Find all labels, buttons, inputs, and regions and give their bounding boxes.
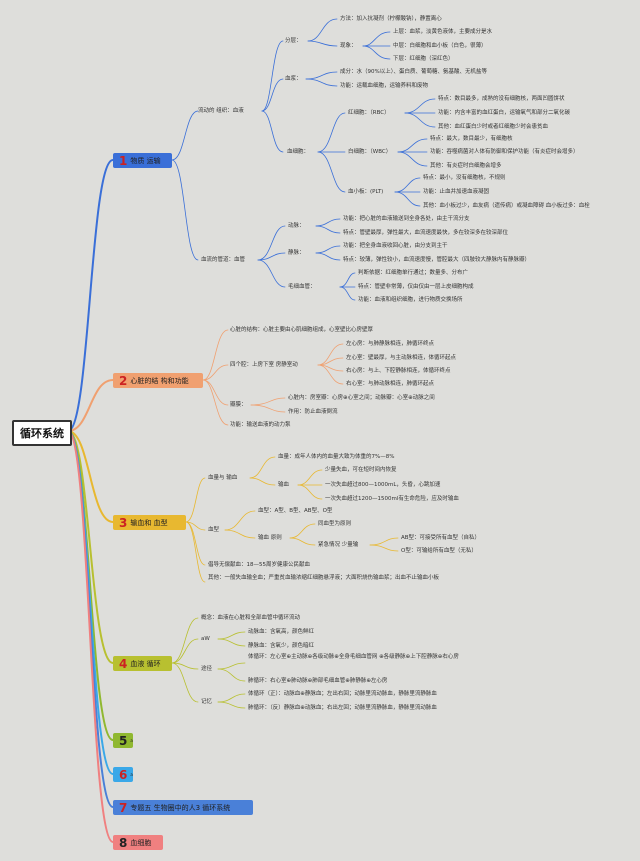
node-emergency[interactable]: 紧急情况 少量输	[318, 542, 359, 548]
node-arterial-blood[interactable]: 动脉血：含氧高，颜色鲜红	[248, 629, 315, 635]
node-same-type[interactable]: 同血型为原则	[318, 521, 352, 527]
node-type-ab[interactable]: AB型：可接受所有血型（自私）	[401, 535, 481, 541]
node-type-o[interactable]: O型：可输给所有血型（无私）	[401, 548, 477, 554]
node-rbc-other[interactable]: 其他：血红蛋白少时或者红细胞少时会患贫血	[438, 124, 549, 130]
branch-label: 血液 循环	[130, 659, 161, 668]
node-platelet[interactable]: 血小板：(PLT)	[348, 189, 384, 195]
node-wbc-function[interactable]: 功能：吞噬病菌对人体有防御和保护功能（有炎症时会增多）	[430, 149, 579, 155]
node-heart-function[interactable]: 功能：输送血液的动力泵	[230, 422, 291, 428]
node-blood-tissue[interactable]: 流动的 组织：血液	[198, 108, 244, 114]
node-phenomenon[interactable]: 现象：	[340, 43, 357, 49]
node-left-atrium[interactable]: 左心房：与肺静脉相连，肺循环终点	[346, 341, 435, 347]
node-plasma-composition[interactable]: 成分：水（90%以上）、蛋白质、葡萄糖、氨基酸、无机盐等	[340, 69, 487, 75]
node-memory-pulmonary[interactable]: 肺循环：（反）静脉血⊕动脉血；右出左回；动脉里流静脉血，静脉里流动脉血	[248, 705, 437, 711]
node-transfusion-principle[interactable]: 输血 原则	[258, 535, 282, 541]
node-pathway[interactable]: 途径	[201, 666, 213, 672]
branch-number: 6	[119, 767, 128, 782]
node-transfusion[interactable]: 输血	[278, 482, 290, 488]
node-vessels[interactable]: 血流的管道：血管	[201, 257, 246, 263]
node-vein[interactable]: 静脉：	[288, 250, 305, 256]
node-valves-role[interactable]: 作用：防止血液倒流	[288, 409, 338, 415]
node-aw[interactable]: aW	[201, 636, 210, 642]
node-platelet-other[interactable]: 其他：血小板过少，血友病（遗传病）或凝血障碍 血小板过多：血栓	[423, 203, 590, 209]
node-capillary-function[interactable]: 功能：血液和组织细胞，进行物质交换场所	[358, 297, 463, 303]
node-platelet-function[interactable]: 功能：止血并加速血液凝固	[423, 189, 490, 195]
branch-number: 4	[119, 656, 128, 671]
node-donation[interactable]: 倡导无偿献血：18—55周岁健康公民献血	[208, 562, 310, 568]
node-capillary-criteria[interactable]: 判断依据：红细胞单行通过；数量多、分布广	[358, 270, 469, 276]
branch-number: 3	[119, 515, 128, 530]
node-blood-type[interactable]: 血型	[208, 527, 220, 533]
branch-label: a	[130, 772, 133, 777]
node-blood-volume[interactable]: 血量：成年人体内的血量大致为体重的7%—8%	[278, 454, 395, 460]
node-rbc-feature[interactable]: 特点：数目最多，成熟的没有细胞核，两面凹圆饼状	[438, 96, 565, 102]
node-wbc[interactable]: 白细胞：（WBC）	[348, 149, 392, 155]
branch-number: 2	[119, 373, 128, 388]
node-plasma[interactable]: 血浆：	[285, 76, 302, 82]
root-node[interactable]: 循环系统	[12, 420, 72, 446]
node-vein-feature[interactable]: 特点：较薄，弹性较小，血流速度慢，管腔最大（四肢较大静脉内有静脉瓣）	[343, 257, 531, 263]
node-capillary-feature[interactable]: 特点：管壁非常薄，仅由仅由一层上皮细胞构成	[358, 284, 474, 290]
node-layering[interactable]: 分层：	[285, 38, 302, 44]
branch-number: 1	[119, 153, 128, 168]
node-rbc[interactable]: 红细胞：（RBC）	[348, 110, 390, 116]
node-heart-structure[interactable]: 心脏的结构：心脏主要由心肌细胞组成，心室壁比心房壁厚	[230, 327, 374, 333]
branch-label: 专题五 生物圈中的人3 循环系统	[130, 803, 231, 812]
node-right-atrium[interactable]: 右心房：与上、下腔静脉相连，体循环终点	[346, 368, 451, 374]
node-four-chambers[interactable]: 四个腔：上房下室 房静室动	[230, 362, 298, 368]
node-lower-layer[interactable]: 下层：红细胞（深红色）	[393, 56, 454, 62]
node-valves[interactable]: 瓣膜：	[230, 402, 247, 408]
node-wbc-feature[interactable]: 特点：最大，数目最少，有细胞核	[430, 136, 513, 142]
node-circulation-concept[interactable]: 概念：血液在心脏和全部血管中循环流动	[201, 615, 301, 621]
node-memory-systemic[interactable]: 体循环（正）：动脉血⊕静脉血；左出右回；动脉里流动脉血，静脉里流静脉血	[248, 691, 437, 697]
branch-number: 7	[119, 800, 128, 815]
node-blood-cells[interactable]: 血细胞：	[287, 149, 310, 155]
node-transfusion-1[interactable]: 少量失血，可在短时间内恢复	[325, 467, 397, 473]
branch-number: 5	[119, 733, 128, 748]
branch-label: a	[130, 738, 133, 743]
node-pulmonary-circulation[interactable]: 肺循环：右心室⊕肺动脉⊕肺部毛细血管⊕肺静脉⊕左心房	[248, 678, 388, 684]
node-upper-layer[interactable]: 上层：血浆，淡黄色液体，主要成分是水	[393, 29, 493, 35]
branch-number: 8	[119, 835, 128, 850]
node-plasma-function[interactable]: 功能：运载血细胞，运输养料和废物	[340, 83, 429, 89]
node-middle-layer[interactable]: 中层：白细胞和血小板（白色，很薄）	[393, 43, 487, 49]
node-rbc-function[interactable]: 功能：内含丰富的血红蛋白，运输氧气和部分二氧化碳	[438, 110, 571, 116]
branch-label: 输血和 血型	[130, 518, 168, 527]
branch-label: 心脏的结 构和功能	[130, 376, 189, 385]
node-left-ventricle[interactable]: 左心室：壁最厚，与主动脉相连，体循环起点	[346, 355, 457, 361]
node-memory[interactable]: 记忆	[201, 699, 213, 705]
node-transfusion-other[interactable]: 其他：一般失血输全血；严重贫血输浓缩红细胞悬浮液；大面积烧伤输血浆；出血不止输血…	[208, 575, 440, 581]
node-vein-function[interactable]: 功能：把全身血液收回心脏，由分支到主干	[343, 243, 448, 249]
node-venous-blood[interactable]: 静脉血：含氧少，颜色暗红	[248, 643, 315, 649]
node-platelet-feature[interactable]: 特点：最小，没有细胞核，不规则	[423, 175, 506, 181]
branch-label: 血细胞	[130, 838, 152, 847]
node-artery-feature[interactable]: 特点：管壁最厚，弹性最大，血流速度最快，多在较深多在较深部位	[343, 230, 509, 236]
node-transfusion-3[interactable]: 一次失血超过1200—1500ml有生命危险，应及时输血	[325, 496, 459, 502]
node-artery-function[interactable]: 功能：把心脏的血液输送到全身各处，由主干流分支	[343, 216, 470, 222]
node-capillary[interactable]: 毛细血管：	[288, 284, 316, 290]
node-method[interactable]: 方法：加入抗凝剂（柠檬酸钠），静置离心	[340, 16, 442, 22]
node-valves-inside[interactable]: 心脏内：房室瓣：心房⊕心室之间；动脉瓣：心室⊕动脉之间	[288, 395, 435, 401]
node-systemic-circulation[interactable]: 体循环：左心室⊕主动脉⊕各级动脉⊕全身毛细血管网 ⊕各级静脉⊕上下腔静脉⊕右心房	[248, 654, 459, 660]
node-blood-volume-transfusion[interactable]: 血量与 输血	[208, 475, 238, 481]
node-right-ventricle[interactable]: 右心室：与肺动脉相连，肺循环起点	[346, 381, 435, 387]
node-artery[interactable]: 动脉：	[288, 223, 305, 229]
node-transfusion-2[interactable]: 一次失血超过800—1000mL，头昏，心跳加速	[325, 482, 441, 488]
node-blood-type-list[interactable]: 血型：A型、B型、AB型、O型	[258, 508, 333, 514]
node-wbc-other[interactable]: 其他：有炎症时白细胞会增多	[430, 163, 502, 169]
branch-label: 物质 运输	[130, 156, 161, 165]
